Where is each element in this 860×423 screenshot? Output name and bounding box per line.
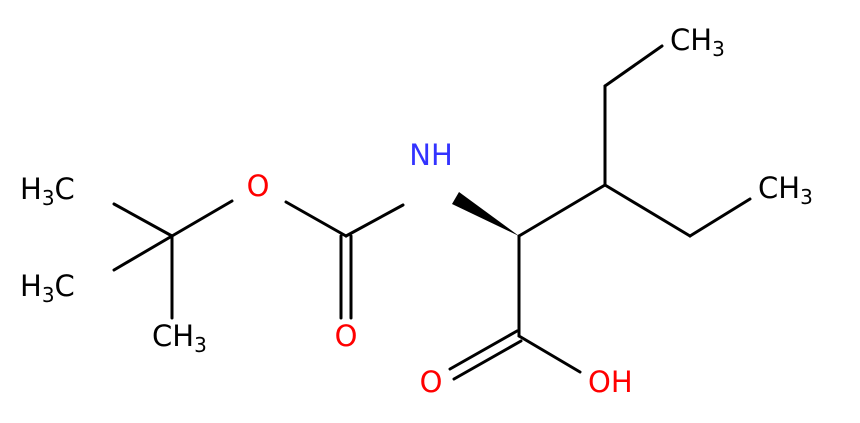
bond-ch-ch2-right bbox=[603, 183, 692, 238]
bond-nh-carbonyl bbox=[344, 203, 405, 238]
bond-cooh-double-b bbox=[452, 339, 523, 381]
atom-ch3-top-right: CH3 bbox=[670, 23, 725, 61]
atom-nh: NH bbox=[409, 138, 453, 172]
bond-cooh-oh bbox=[517, 334, 582, 374]
atom-o-carbonyl: O bbox=[335, 319, 358, 353]
atom-h3c-lower-left: H3C bbox=[20, 269, 75, 307]
atom-oh: OH bbox=[588, 365, 633, 399]
atom-o-acid: O bbox=[420, 365, 443, 399]
bond-lines bbox=[112, 44, 752, 381]
bond-tbu-ch3-upper bbox=[112, 202, 174, 238]
bond-ch-alpha bbox=[517, 183, 607, 238]
atom-ch3-mid-right: CH3 bbox=[758, 171, 813, 209]
bond-cooh-double-a bbox=[448, 329, 519, 371]
bond-tbu-ch3-lower bbox=[112, 234, 174, 272]
atom-h3c-upper-left: H3C bbox=[20, 172, 75, 210]
bond-carbonyl-oester bbox=[284, 200, 348, 238]
bond-oester-tbu bbox=[170, 199, 234, 238]
bond-ch3-top-ch2 bbox=[603, 44, 664, 88]
wedge-bond-alpha-nh bbox=[452, 192, 519, 236]
atom-ch3-bottom: CH3 bbox=[152, 319, 207, 357]
bond-ch2-right-ch3 bbox=[688, 197, 752, 238]
atom-o-ester: O bbox=[247, 169, 270, 203]
